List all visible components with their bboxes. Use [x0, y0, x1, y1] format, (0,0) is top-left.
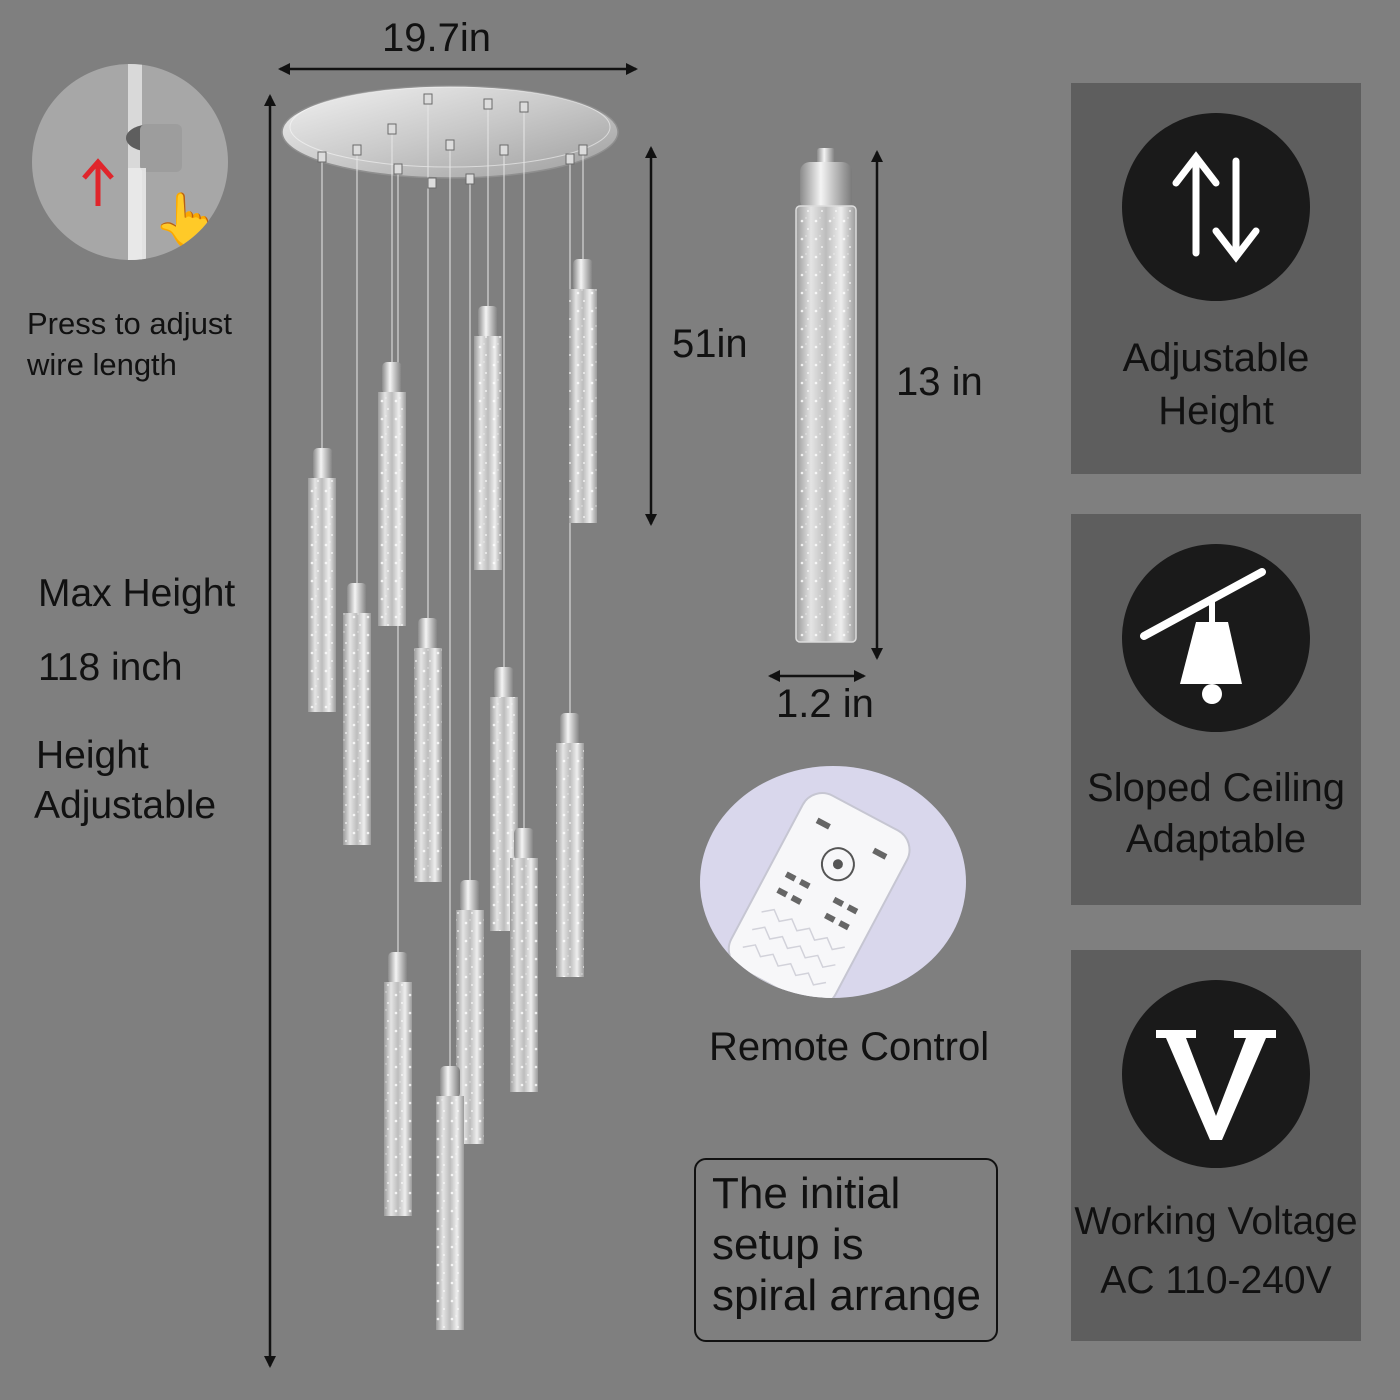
- crystal-pendants: [308, 259, 597, 1330]
- width-label: 19.7in: [382, 16, 491, 60]
- crystal-pendant: [436, 1066, 464, 1330]
- feature-panel-working-voltage: Working Voltage AC 110-240V: [1071, 950, 1361, 1341]
- inset-caption-line1: Press to adjust: [27, 306, 233, 341]
- suspension-wires: [321, 100, 584, 1066]
- max-height-value: 118 inch: [38, 646, 183, 689]
- feature-panel-sloped-ceiling: Sloped Ceiling Adaptable: [1071, 514, 1361, 905]
- height-adjustable-line1: Height: [36, 734, 149, 777]
- voltage-v-icon: [1122, 980, 1310, 1168]
- feature-title-line2: Adaptable: [1125, 817, 1307, 861]
- crystal-pendant: [569, 259, 597, 523]
- sloped-ceiling-icon: [1122, 544, 1310, 732]
- drop-label: 51in: [672, 322, 748, 366]
- feature-panel-adjustable-height: Adjustable Height: [1071, 83, 1361, 474]
- up-down-arrows-icon: [1122, 113, 1310, 301]
- crystal-pendant: [308, 448, 336, 712]
- tube-diameter-label: 1.2 in: [776, 682, 874, 726]
- pointing-hand-icon: 👆: [152, 190, 222, 253]
- feature-title-line1: Sloped Ceiling: [1087, 766, 1345, 810]
- remote-control-caption: Remote Control: [709, 1025, 990, 1069]
- max-height-label: Max Height: [38, 572, 236, 615]
- setup-note-box: The initial setup is spiral arrange: [694, 1158, 998, 1342]
- feature-title-line2: AC 110-240V: [1100, 1259, 1332, 1302]
- wire-adjust-inset: 👆: [32, 64, 228, 260]
- crystal-pendant: [378, 362, 406, 626]
- crystal-pendant: [414, 618, 442, 882]
- height-adjustable-line2: Adjustable: [34, 784, 217, 827]
- crystal-pendant: [510, 828, 538, 1092]
- crystal-pendant: [474, 306, 502, 570]
- feature-title-line1: Adjustable: [1122, 336, 1310, 380]
- crystal-pendant: [384, 952, 412, 1216]
- tube-length-label: 13 in: [896, 360, 983, 404]
- inset-caption-line2: wire length: [27, 347, 177, 382]
- up-arrow-icon: [82, 158, 114, 206]
- feature-title-line1: Working Voltage: [1074, 1200, 1358, 1243]
- feature-title-line2: Height: [1158, 389, 1274, 433]
- crystal-pendant: [556, 713, 584, 977]
- remote-control-image: [700, 766, 966, 998]
- setup-note-text: The initial setup is spiral arrange: [712, 1169, 982, 1320]
- single-pendant-detail: [795, 148, 857, 643]
- crystal-pendant: [343, 583, 371, 845]
